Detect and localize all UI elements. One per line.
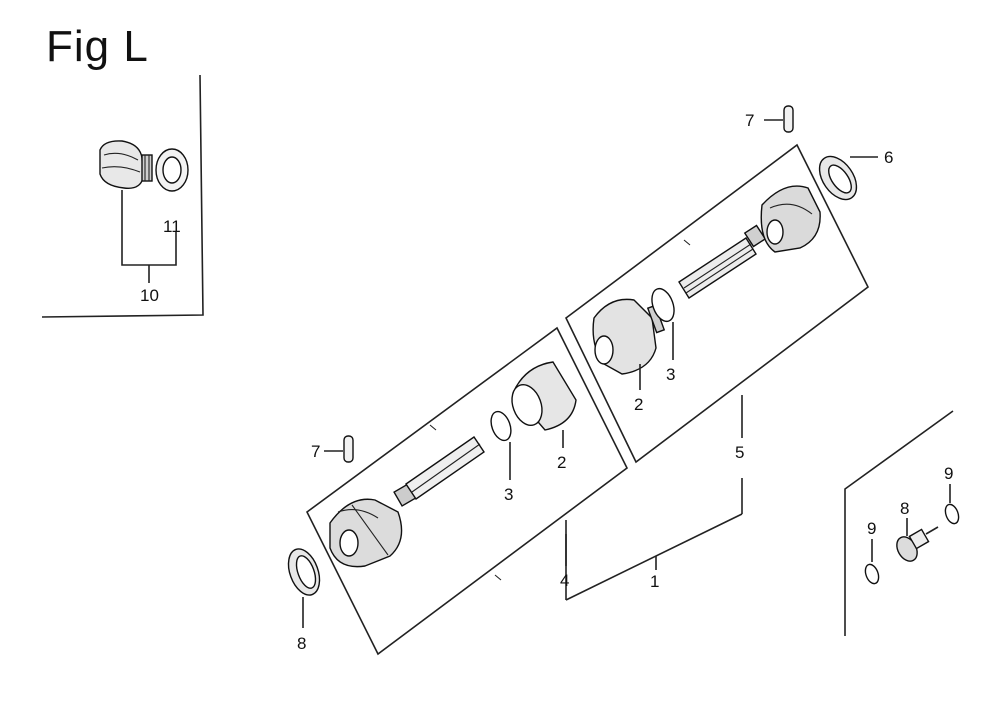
yoke-lower[interactable] xyxy=(329,483,417,568)
joint-part-8-right[interactable] xyxy=(893,518,939,565)
callout-3-upper: 3 xyxy=(666,365,675,384)
bracket-assembly-1 xyxy=(565,395,743,601)
circlip-part-9-right[interactable] xyxy=(943,484,961,525)
pin-part-7-lower[interactable] xyxy=(324,435,354,463)
clamp-part-8-lower[interactable] xyxy=(283,545,326,628)
cover-part-2-lower[interactable] xyxy=(507,361,577,431)
callout-2-lower: 2 xyxy=(557,453,566,472)
callout-8-right: 8 xyxy=(900,499,909,518)
washer-part-11[interactable] xyxy=(155,148,189,192)
o-ring-part-3-lower[interactable] xyxy=(487,409,514,443)
callout-11: 11 xyxy=(163,217,181,236)
knob-part-10[interactable] xyxy=(99,140,153,189)
callout-7-upper: 7 xyxy=(745,111,754,130)
callout-7-lower: 7 xyxy=(311,442,320,461)
yoke-upper[interactable] xyxy=(760,185,821,253)
inset-frame xyxy=(41,74,204,318)
cover-part-2-upper[interactable] xyxy=(592,298,666,375)
callout-3-lower: 3 xyxy=(504,485,513,504)
callout-8-lower: 8 xyxy=(297,634,306,653)
o-ring-part-3-upper[interactable] xyxy=(648,286,678,325)
pin-part-7-upper[interactable] xyxy=(764,105,794,133)
inset-frame-right xyxy=(844,410,954,636)
leader-lines xyxy=(509,322,674,480)
callout-5: 5 xyxy=(735,443,744,462)
callout-6: 6 xyxy=(884,148,893,167)
bracket-10 xyxy=(121,190,177,283)
shaft-lower[interactable] xyxy=(405,436,485,500)
callout-2-upper: 2 xyxy=(634,395,643,414)
figure-title: Fig L xyxy=(46,22,149,71)
callout-9-left: 9 xyxy=(867,519,876,538)
box-assembly-5 xyxy=(564,143,870,464)
clamp-part-6[interactable] xyxy=(812,150,878,207)
circlip-part-9-left[interactable] xyxy=(863,539,881,585)
box-assembly-4 xyxy=(305,326,629,656)
callout-10: 10 xyxy=(140,286,159,305)
callout-9-right: 9 xyxy=(944,464,953,483)
callout-1: 1 xyxy=(650,572,659,591)
callout-4: 4 xyxy=(560,571,569,590)
splined-shaft-upper[interactable] xyxy=(678,224,767,299)
